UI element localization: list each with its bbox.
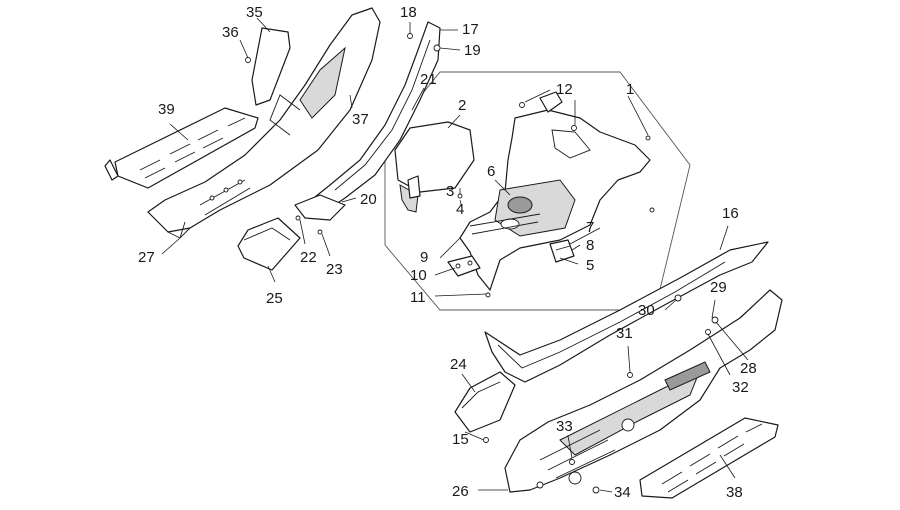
- label-2: 2: [458, 97, 466, 114]
- label-39: 39: [158, 101, 175, 118]
- left-footboard[interactable]: [147, 7, 381, 239]
- right-footrest-mat[interactable]: [639, 417, 779, 499]
- label-35: 35: [246, 4, 263, 21]
- label-9: 9: [420, 249, 428, 266]
- lock-mechanism[interactable]: [549, 239, 575, 263]
- label-7: 7: [586, 219, 594, 236]
- lid-hinge[interactable]: [407, 175, 421, 199]
- label-23: 23: [326, 261, 343, 278]
- label-15: 15: [452, 431, 469, 448]
- label-26: 26: [452, 483, 469, 500]
- left-small-cover[interactable]: [251, 27, 291, 106]
- left-footrest-mat[interactable]: [104, 107, 259, 189]
- label-5: 5: [586, 257, 594, 274]
- right-side-cover-piece[interactable]: [454, 371, 516, 433]
- label-38: 38: [726, 484, 743, 501]
- label-1: 1: [626, 81, 634, 98]
- right-upper-strip[interactable]: [484, 241, 769, 383]
- label-34: 34: [614, 484, 631, 501]
- label-19: 19: [464, 42, 481, 59]
- label-30: 30: [638, 302, 655, 319]
- right-footboard[interactable]: [504, 289, 783, 493]
- label-11: 11: [410, 289, 426, 306]
- label-22: 22: [300, 249, 317, 266]
- left-inner-strip[interactable]: [294, 21, 441, 221]
- label-8: 8: [586, 237, 594, 254]
- label-29: 29: [710, 279, 727, 296]
- label-32: 32: [732, 379, 749, 396]
- label-24: 24: [450, 356, 467, 373]
- label-17: 17: [462, 21, 479, 38]
- label-18: 18: [400, 4, 417, 21]
- label-16: 16: [722, 205, 739, 222]
- label-12: 12: [556, 81, 573, 98]
- label-20: 20: [360, 191, 377, 208]
- central-body-shell[interactable]: [459, 91, 651, 291]
- fastener-screws: [245, 33, 719, 494]
- latch-bracket[interactable]: [447, 255, 481, 277]
- label-21: 21: [420, 71, 437, 88]
- label-4: 4: [456, 201, 464, 218]
- label-25: 25: [266, 290, 283, 307]
- label-28: 28: [740, 360, 757, 377]
- label-27: 27: [138, 249, 155, 266]
- leader-lines: [161, 17, 749, 493]
- label-36: 36: [222, 24, 239, 41]
- label-10: 10: [410, 267, 427, 284]
- label-3: 3: [446, 183, 454, 200]
- left-side-cover-piece[interactable]: [237, 217, 301, 271]
- part-number-labels: 35 36 18 17 19 21 37 39 2 12 1 6 3 4 20 …: [138, 4, 757, 501]
- label-33: 33: [556, 418, 573, 435]
- label-6: 6: [487, 163, 495, 180]
- label-37: 37: [352, 111, 369, 128]
- glove-box-lid[interactable]: [394, 121, 475, 213]
- label-31: 31: [616, 325, 633, 342]
